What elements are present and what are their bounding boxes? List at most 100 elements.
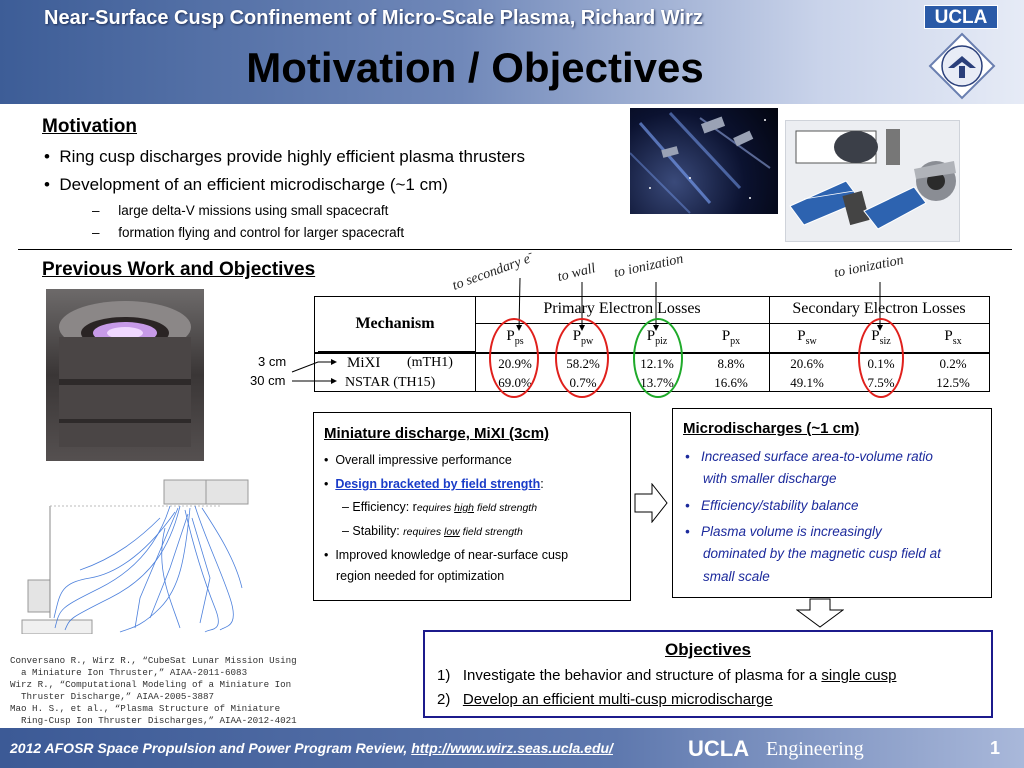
references-list: Conversano R., Wirz R., “CubeSat Lunar M… [10,655,297,727]
reference-line: Conversano R., Wirz R., “CubeSat Lunar M… [10,655,297,666]
section-divider [18,249,1012,250]
table-cell: 20.6% [790,356,824,371]
reference-line: Wirz R., “Computational Modeling of a Mi… [10,679,292,690]
header-band: Near-Surface Cusp Confinement of Micro-S… [0,0,1024,104]
footer-engineering-label: Engineering [766,738,864,760]
footer-caption: 2012 AFOSR Space Propulsion and Power Pr… [10,740,613,756]
microdischarge-box-title: Microdischarges (~1 cm) [683,420,860,437]
micro-bullet-text: Increased surface area-to-volume ratio [700,449,933,464]
motivation-subbullet-text: large delta-V missions using small space… [118,203,389,218]
objective-emphasis: single cusp [821,667,897,684]
table-cell: 0.2% [939,356,967,371]
micro-bullet-text: Efficiency/stability balance [700,498,859,513]
motivation-subbullet: – large delta-V missions using small spa… [92,203,389,218]
subbullet-em: high [454,502,475,514]
presentation-subtitle: Near-Surface Cusp Confinement of Micro-S… [44,7,703,29]
table-cell: 12.5% [936,375,970,390]
subbullet-label: – Stability: [342,524,404,538]
table-row-name: NSTAR (TH15) [345,375,436,390]
previous-work-heading: Previous Work and Objectives [42,259,316,280]
subbullet-r: r [412,500,417,514]
annotation-to-secondary: to secondary e- [449,246,536,295]
plasma-simulation-plot [20,478,260,634]
right-arrow-icon [634,483,668,523]
footer-caption-text: 2012 AFOSR Space Propulsion and Power Pr… [10,740,412,756]
micro-bullet: • Plasma volume is increasingly [685,524,882,539]
motivation-bullet: • Development of an efficient microdisch… [44,175,448,194]
table-col-header: Psw [777,328,837,347]
col-base: P [721,328,731,344]
annotation-to-ionization-primary: to ionization [612,251,685,282]
footer-ucla-logo: UCLA [688,736,750,761]
table-cell: 16.6% [714,375,748,390]
ucla-logo: UCLA [924,5,998,29]
subbullet-post: field strength [459,526,523,538]
cubesat-thruster-drawing [785,120,960,242]
table-header-secondary: Secondary Electron Losses [792,300,966,317]
motivation-bullet: • Ring cusp discharges provide highly ef… [44,147,525,166]
highlight-ring-psiz [858,318,904,398]
footer-band: 2012 AFOSR Space Propulsion and Power Pr… [0,728,1024,768]
down-arrow-icon [796,598,844,628]
micro-bullet-continuation: small scale [703,569,770,584]
col-base: P [944,328,953,344]
afosr-emblem-icon [928,32,996,100]
mixi-bullet: • Design bracketed by field strength: [324,477,544,491]
mixi-bullet-continuation: region needed for optimization [336,569,505,583]
annotation-text: to secondary e [450,251,533,294]
mixi-bullet-text: Improved knowledge of near-surface cusp [335,548,569,562]
table-row-model: (mTH1) [407,355,453,370]
motivation-bullet-text: Development of an efficient microdischar… [59,175,448,194]
mixi-bullet-emphasis: Design bracketed by field strength [335,477,541,491]
highlight-ring-ppw [555,318,609,398]
micro-bullet-text: Plasma volume is increasingly [700,524,882,539]
annotation-to-wall: to wall [556,261,598,286]
objectives-title: Objectives [665,640,751,659]
subbullet-post: field strength [474,502,538,514]
table-row-name: MiXI [347,355,381,371]
subbullet-em: low [444,526,460,538]
objective-number: 1) [437,667,451,684]
page-number: 1 [990,738,1001,758]
micro-bullet-continuation: dominated by the magnetic cusp field at [703,546,941,561]
highlight-ring-pps [489,318,539,398]
objective-emphasis: Develop an efficient multi-cusp microdis… [462,691,773,708]
mixi-summary-box: Miniature discharge, MiXI (3cm) • Overal… [313,412,631,601]
reference-line: a Miniature Ion Thruster,” AIAA-2011-608… [10,667,248,678]
objective-text: Investigate the behavior and structure o… [462,667,822,684]
subbullet-pre: equires [416,502,455,514]
motivation-subbullet-text: formation flying and control for larger … [118,225,405,240]
scale-label-3cm: 3 cm [258,354,287,369]
table-cell: 49.1% [790,375,824,390]
reference-line: Ring-Cusp Ion Thruster Discharges,” AIAA… [10,715,297,726]
reference-line: Thruster Discharge,” AIAA-2005-3887 [10,691,214,702]
subbullet-label: – Efficiency: [342,500,413,514]
col-base: P [797,328,806,344]
objectives-box: Objectives 1) Investigate the behavior a… [423,630,993,718]
annotation-to-ionization-secondary: to ionization [832,252,905,282]
mixi-bullet-text: Overall impressive performance [335,453,512,467]
motivation-subbullet: – formation flying and control for large… [92,225,405,240]
mixi-bullet: • Improved knowledge of near-surface cus… [324,548,569,562]
microdischarge-box: Microdischarges (~1 cm) • Increased surf… [672,408,992,598]
mixi-thruster-photo [46,289,204,461]
table-header-primary: Primary Electron Losses [543,300,701,317]
mixi-subbullet-stability: – Stability: requires low field strength [342,524,523,538]
motivation-heading: Motivation [42,116,137,137]
table-col-header: Psx [923,328,983,347]
spacecraft-constellation-image [630,108,778,214]
motivation-bullet-text: Ring cusp discharges provide highly effi… [59,147,525,166]
footer-website-link[interactable]: http://www.wirz.seas.ucla.edu/ [411,740,613,756]
micro-bullet-continuation: with smaller discharge [703,471,837,486]
mixi-box-title: Miniature discharge, MiXI (3cm) [324,425,550,442]
objective-item: 2) Develop an efficient multi-cusp micro… [437,691,773,708]
scale-label-30cm: 30 cm [250,373,286,388]
subbullet-pre: requires [403,526,444,538]
table-cell: 8.8% [717,356,745,371]
reference-line: Mao H. S., et al., “Plasma Structure of … [10,703,281,714]
table-header-mechanism: Mechanism [355,315,435,332]
col-sub: sw [805,336,817,347]
mixi-subbullet-efficiency: – Efficiency: requires high field streng… [342,500,537,514]
col-sub: px [730,336,741,347]
mixi-bullet-colon: : [540,477,544,491]
